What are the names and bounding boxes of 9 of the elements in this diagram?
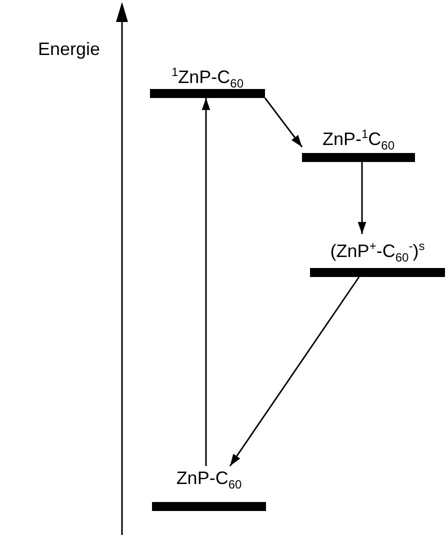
arrow	[358, 162, 366, 234]
state-label: ZnP-$^{1}$C$_{60}$	[322, 126, 395, 155]
state-label: ZnP-C$_{60}$	[176, 467, 242, 494]
axis-label: Energie	[38, 38, 100, 60]
state-label: (ZnP$^{+}$-C$_{60}$$^{-}$)$^{s}$	[330, 238, 425, 267]
arrow	[264, 98, 303, 148]
arrow	[229, 276, 360, 466]
state-label: $^{1}$ZnP-C$_{60}$	[171, 64, 244, 93]
arrow	[202, 98, 210, 466]
